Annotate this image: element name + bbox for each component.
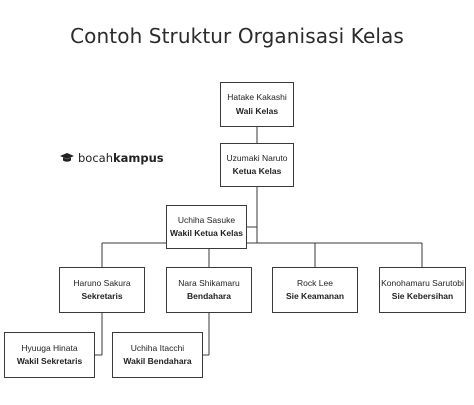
node-name: Uzumaki Naruto	[226, 152, 288, 163]
page-title: Contoh Struktur Organisasi Kelas	[70, 24, 404, 48]
node-role: Sie Kebersihan	[391, 291, 454, 301]
graduation-cap-icon	[60, 153, 74, 162]
node-role: Sekretaris	[81, 291, 123, 301]
node-wakil-ketua-kelas: Uchiha Sasuke Wakil Ketua Kelas	[166, 205, 247, 249]
node-role: Wakil Ketua Kelas	[170, 228, 243, 238]
node-role: Bendahara	[187, 291, 231, 301]
node-role: Wakil Sekretaris	[16, 356, 83, 366]
node-wakil-bendahara: Uchiha Itacchi Wakil Bendahara	[112, 332, 203, 378]
logo-suffix: kampus	[113, 151, 164, 165]
logo-prefix: bocah	[78, 151, 113, 165]
node-wali-kelas: Hatake Kakashi Wali Kelas	[220, 82, 294, 127]
node-role: Sie Keamanan	[285, 291, 345, 301]
node-name: Hatake Kakashi	[227, 92, 287, 103]
node-sie-kebersihan: Konohamaru Sarutobi Sie Kebersihan	[379, 267, 466, 313]
node-wakil-sekretaris: Hyuuga Hinata Wakil Sekretaris	[4, 332, 95, 378]
node-bendahara: Nara Shikamaru Bendahara	[166, 267, 252, 313]
node-name: Konohamaru Sarutobi	[381, 277, 464, 288]
node-name: Hyuuga Hinata	[21, 342, 78, 353]
node-sie-keamanan: Rock Lee Sie Keamanan	[272, 267, 358, 313]
node-name: Uchiha Itacchi	[130, 342, 185, 353]
node-role: Wakil Bendahara	[123, 356, 192, 366]
node-name: Haruno Sakura	[73, 277, 131, 288]
node-name: Nara Shikamaru	[178, 277, 240, 288]
node-name: Uchiha Sasuke	[177, 214, 236, 225]
node-name: Rock Lee	[297, 277, 333, 288]
node-ketua-kelas: Uzumaki Naruto Ketua Kelas	[220, 143, 294, 187]
node-sekretaris: Haruno Sakura Sekretaris	[59, 267, 145, 313]
node-role: Ketua Kelas	[232, 166, 282, 176]
node-role: Wali Kelas	[235, 105, 279, 116]
